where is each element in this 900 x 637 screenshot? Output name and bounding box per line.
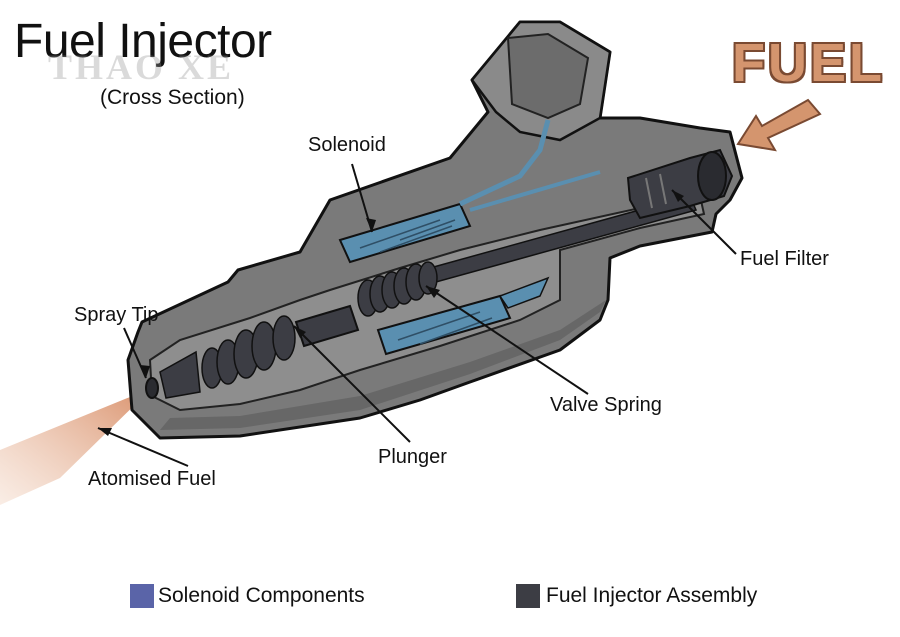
solenoid-wire — [458, 119, 551, 207]
label-valve-spring: Valve Spring — [550, 394, 662, 416]
page-subtitle: (Cross Section) — [100, 86, 245, 109]
valve-spring — [357, 261, 438, 317]
spray-tip — [145, 377, 159, 399]
label-solenoid: Solenoid — [308, 134, 386, 156]
leader-arrowheads — [98, 190, 684, 436]
legend-label-assembly: Fuel Injector Assembly — [546, 584, 758, 607]
watermark-logo: THAO XE — [48, 47, 235, 87]
atomised-fuel-spray — [0, 388, 152, 505]
label-atomised-fuel: Atomised Fuel — [88, 468, 216, 490]
label-spray-tip: Spray Tip — [74, 304, 159, 326]
fuel-inlet-label: FUEL — [732, 33, 885, 93]
fuel-arrow-icon — [736, 98, 822, 152]
nozzle-assembly — [159, 315, 296, 399]
legend-swatch-solenoid — [130, 584, 154, 608]
label-plunger: Plunger — [378, 446, 447, 468]
legend-label-solenoid: Solenoid Components — [158, 584, 365, 607]
legend-swatch-assembly — [516, 584, 540, 608]
page-title: Fuel Injector — [14, 15, 272, 68]
label-fuel-filter: Fuel Filter — [740, 248, 829, 270]
plunger — [294, 304, 360, 348]
